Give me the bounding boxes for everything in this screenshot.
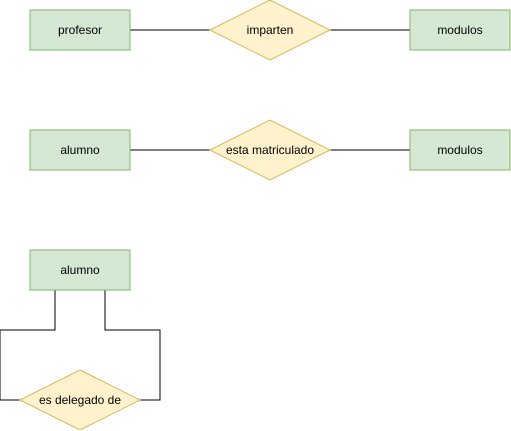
entity-profesor[interactable]: profesor	[29, 9, 131, 51]
relationship-es-delegado-de[interactable]: es delegado de	[18, 369, 142, 431]
entity-modulos-2[interactable]: modulos	[409, 129, 511, 171]
connector-alumno-delegado-left	[0, 290, 56, 401]
entity-alumno-2[interactable]: alumno	[29, 249, 131, 291]
relationship-imparten[interactable]: imparten	[208, 0, 332, 61]
entity-alumno-1[interactable]: alumno	[29, 129, 131, 171]
entity-alumno-1-label: alumno	[60, 143, 100, 157]
connector-alumno-delegado-right	[104, 290, 161, 401]
entity-modulos-2-label: modulos	[437, 143, 482, 157]
relationship-esta-matriculado-label: esta matriculado	[226, 143, 314, 157]
relationship-imparten-label: imparten	[247, 23, 294, 37]
relationship-es-delegado-de-label: es delegado de	[39, 393, 121, 407]
relationship-esta-matriculado[interactable]: esta matriculado	[208, 119, 332, 181]
entity-modulos-1[interactable]: modulos	[409, 9, 511, 51]
entity-modulos-1-label: modulos	[437, 23, 482, 37]
entity-profesor-label: profesor	[58, 23, 102, 37]
entity-alumno-2-label: alumno	[60, 263, 100, 277]
